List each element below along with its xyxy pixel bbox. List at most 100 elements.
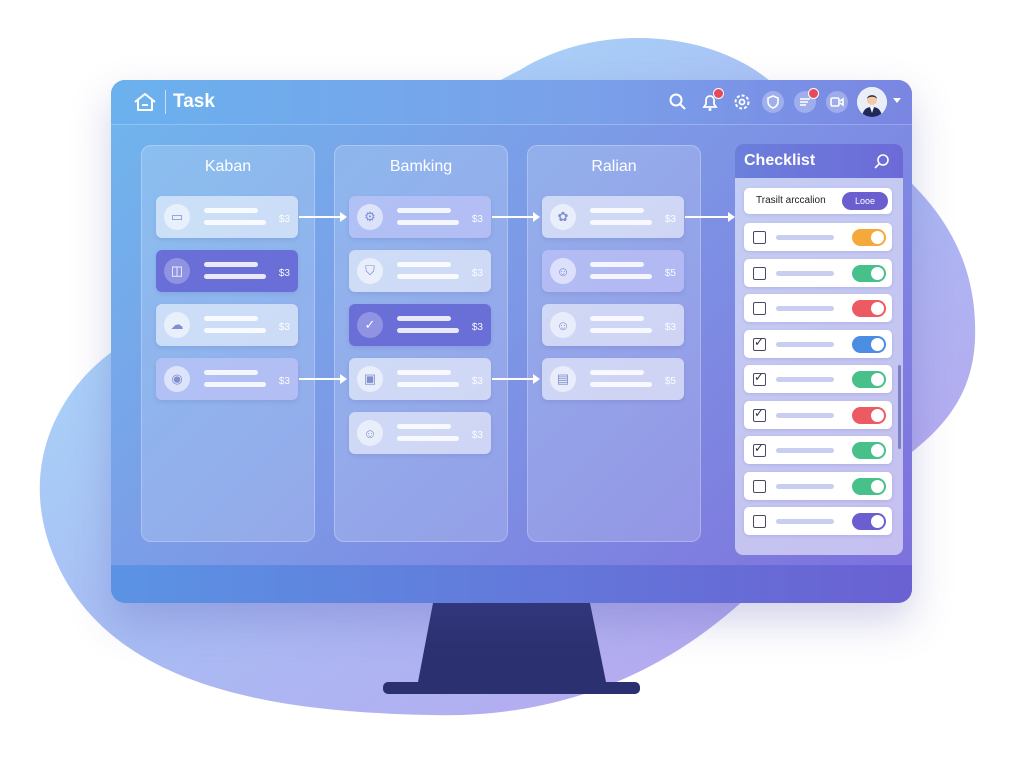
item-toggle[interactable] [852, 371, 886, 388]
task-card[interactable]: ☺ $3 [542, 304, 684, 346]
checklist-item[interactable] [744, 258, 892, 287]
notifications-button[interactable] [699, 88, 724, 113]
toggle-knob [871, 337, 884, 351]
task-card[interactable]: ▭ $3 [156, 196, 298, 238]
search-icon[interactable] [873, 153, 891, 171]
checklist-checkbox[interactable] [753, 441, 766, 457]
card-amount: $3 [664, 214, 676, 225]
chat-icon: ▭ [164, 204, 190, 230]
video-icon [830, 97, 844, 107]
card-amount: $3 [278, 376, 290, 387]
checklist-item[interactable] [744, 223, 892, 251]
checklist-filter-bar: Trasilt arccalion Looe [744, 188, 892, 214]
item-toggle[interactable] [852, 477, 886, 495]
column-title: Kaban [204, 158, 252, 175]
notification-badge [713, 88, 724, 99]
checklist-checkbox[interactable] [753, 231, 766, 244]
chevron-down-icon[interactable] [893, 98, 901, 103]
flow-arrow [299, 212, 347, 222]
task-card[interactable]: ⛉ $3 [349, 250, 491, 292]
task-card[interactable]: ▤ $5 [542, 358, 684, 400]
card-amount: $3 [278, 214, 290, 225]
title-separator [165, 90, 166, 114]
item-toggle[interactable] [852, 513, 886, 530]
task-card[interactable]: ☺ $3 [349, 412, 491, 454]
toggle-knob [871, 479, 884, 493]
card-amount: $3 [664, 322, 676, 333]
checklist-checkbox[interactable] [753, 335, 766, 351]
checklist-item[interactable] [744, 400, 892, 429]
item-text-placeholder [776, 306, 834, 311]
filter-label: Trasilt arccalion [756, 195, 826, 206]
check-icon: ✓ [357, 312, 383, 338]
checklist-title: Checklist [744, 152, 816, 169]
checklist-panel: Checklist Trasilt arccalion Looe [735, 144, 903, 555]
top-bar: Task [111, 80, 912, 125]
item-toggle[interactable] [852, 335, 886, 353]
task-card[interactable]: ☺ $5 [542, 250, 684, 292]
card-amount: $3 [278, 322, 290, 333]
user-icon: ☺ [550, 258, 576, 284]
home-icon[interactable] [133, 92, 157, 112]
app-title: Task [173, 91, 215, 112]
search-icon[interactable] [667, 91, 689, 113]
inbox-icon [800, 98, 810, 106]
task-card[interactable]: ◉ $3 [156, 358, 298, 400]
checklist-checkbox[interactable] [753, 406, 766, 422]
card-amount: $3 [471, 268, 483, 279]
puzzle-icon: ✿ [550, 204, 576, 230]
checklist-item[interactable] [744, 471, 892, 500]
checklist-checkbox[interactable] [753, 302, 766, 315]
checklist-checkbox[interactable] [753, 370, 766, 386]
gear-icon[interactable] [731, 91, 753, 113]
item-text-placeholder [776, 377, 834, 382]
column-title: Bamking [389, 158, 453, 175]
checklist-checkbox[interactable] [753, 515, 766, 528]
flow-arrow [299, 374, 347, 384]
user-icon: ☺ [550, 312, 576, 338]
checklist-checkbox[interactable] [753, 479, 766, 493]
bell-icon [702, 95, 718, 111]
task-card[interactable]: ✿ $3 [542, 196, 684, 238]
kanban-column-kaban: Kaban ▭ $3 ◫ $3 ☁ $3 ◉ $3 [141, 145, 315, 542]
checklist-item[interactable] [744, 436, 892, 464]
item-toggle[interactable] [852, 442, 886, 459]
task-card[interactable]: ⚙ $3 [349, 196, 491, 238]
card-amount: $3 [471, 376, 483, 387]
kanban-column-bamking: Bamking ⚙ $3 ⛉ $3 ✓ $3 ▣ $3 ☺ $3 [334, 145, 508, 542]
video-button[interactable] [826, 91, 848, 113]
cloud-icon: ☁ [164, 312, 190, 338]
checklist-item[interactable] [744, 329, 892, 358]
checklist-item[interactable] [744, 507, 892, 535]
item-toggle[interactable] [852, 300, 886, 317]
item-toggle[interactable] [852, 229, 886, 246]
item-toggle[interactable] [852, 406, 886, 424]
task-card[interactable]: ✓ $3 [349, 304, 491, 346]
kanban-column-ralian: Ralian ✿ $3 ☺ $5 ☺ $3 ▤ $5 [527, 145, 701, 542]
card-icon: ▤ [550, 366, 576, 392]
checklist-item[interactable] [744, 294, 892, 322]
task-card[interactable]: ▣ $3 [349, 358, 491, 400]
checklist-scrollbar[interactable] [898, 365, 901, 449]
toggle-knob [871, 373, 884, 386]
user-avatar[interactable] [857, 87, 887, 117]
filter-button[interactable]: Looe [842, 192, 888, 210]
item-toggle[interactable] [852, 264, 886, 282]
toggle-knob [871, 302, 884, 315]
security-button[interactable] [762, 91, 784, 113]
card-amount: $3 [471, 430, 483, 441]
monitor-screen: Task [111, 80, 912, 603]
toggle-knob [871, 515, 884, 528]
card-amount: $3 [471, 322, 483, 333]
checklist-item[interactable] [744, 365, 892, 393]
checklist-checkbox[interactable] [753, 266, 766, 280]
task-card[interactable]: ◫ $3 [156, 250, 298, 292]
inbox-button[interactable] [794, 88, 819, 113]
card-amount: $3 [471, 214, 483, 225]
user-icon: ☺ [357, 420, 383, 446]
task-card[interactable]: ☁ $3 [156, 304, 298, 346]
shield-icon [767, 95, 779, 109]
avatar-image [857, 87, 887, 117]
item-text-placeholder [776, 412, 834, 418]
